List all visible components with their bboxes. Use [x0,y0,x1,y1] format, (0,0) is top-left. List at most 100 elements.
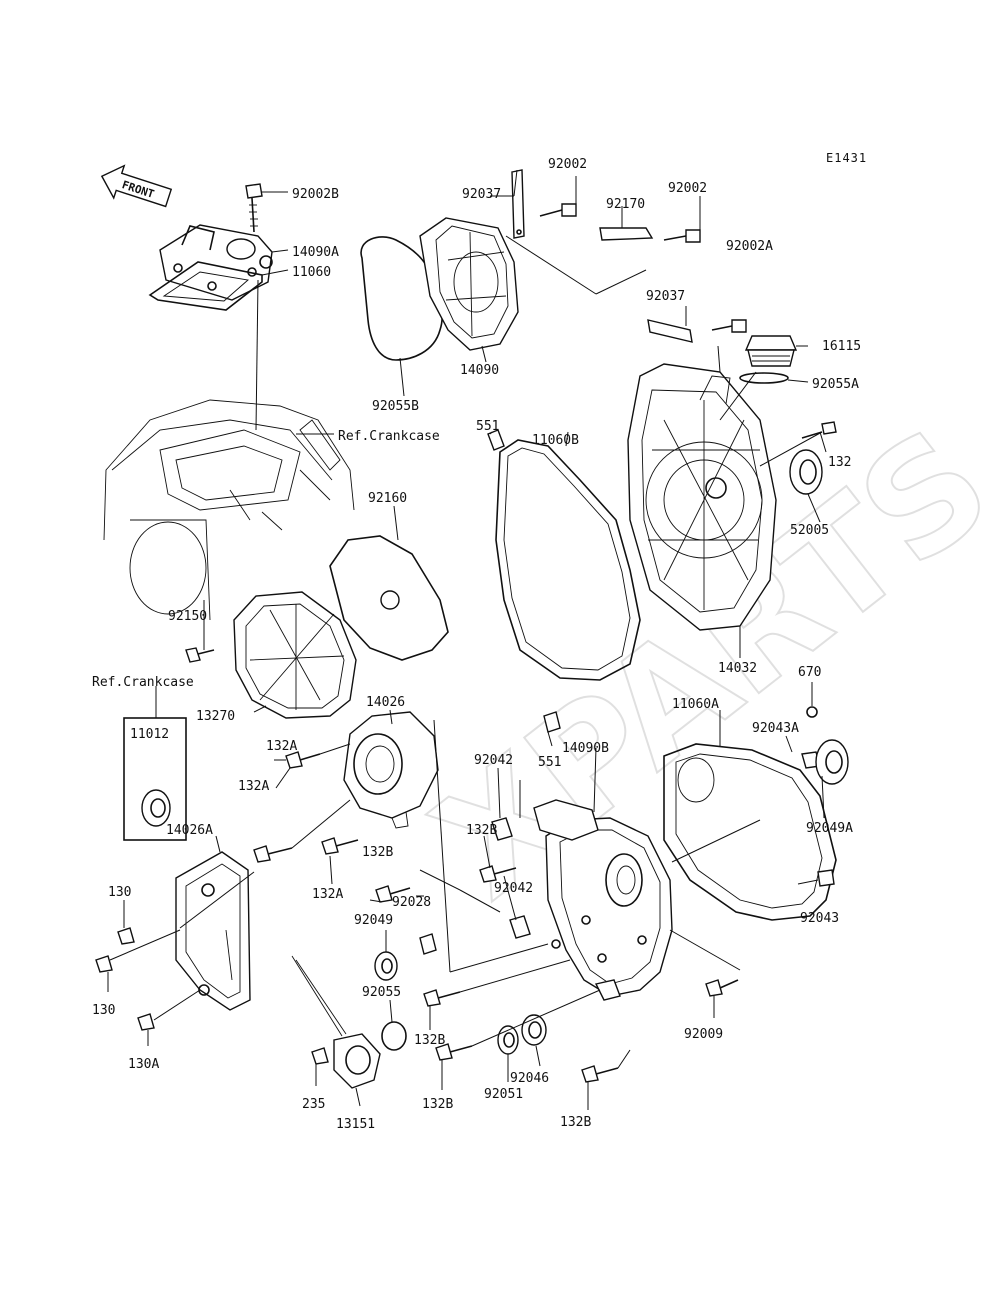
bolt-92002A-icon [711,319,747,333]
breather-cover-14090A-icon [159,224,273,301]
label-92037-lower: 92037 [646,289,685,304]
oil-seal-52005-icon [789,449,823,495]
crankcase-outline-icon [103,399,355,621]
label-132A-a: 132A [266,739,297,754]
label-11060B: 11060B [532,433,579,448]
ref-crankcase-left: Ref.Crankcase [92,675,194,690]
part-labels: 92002B 14090A 11060 92037 92002 92170 92… [92,157,861,1132]
bolt-132-icon [801,421,837,439]
label-14026A: 14026A [166,823,213,838]
ref-box-11012 [123,717,187,841]
o-ring-92055-icon [381,1021,407,1051]
label-92160: 92160 [368,491,407,506]
label-132B-a: 132B [466,823,497,838]
label-92051: 92051 [484,1087,523,1102]
clutch-cover-14032-icon [627,363,777,631]
bracket-92170-icon [599,227,654,241]
gasket-11060-icon [148,261,263,311]
bolt-132B-c-icon [423,989,461,1007]
label-130-a: 130 [108,885,131,900]
gasket-92160-icon [329,535,449,661]
label-92037-upper: 92037 [462,187,501,202]
dowel-92042-a-icon [491,817,513,841]
label-92042-a: 92042 [474,753,513,768]
cover-14026A-icon [175,851,251,1011]
label-52005: 52005 [790,523,829,538]
label-130A: 130A [128,1057,159,1072]
label-92028: 92028 [392,895,431,910]
label-551-upper: 551 [476,419,499,434]
bolt-92150-icon [185,647,215,663]
label-132: 132 [828,455,851,470]
label-92055A: 92055A [812,377,859,392]
label-92042-b: 92042 [494,881,533,896]
bolt-132B-b-icon [479,865,517,883]
ref-crankcase-upper: Ref.Crankcase [338,429,440,444]
label-132A-b: 132A [238,779,269,794]
label-132B-d: 132B [422,1097,453,1112]
label-92049: 92049 [354,913,393,928]
label-13151: 13151 [336,1117,375,1132]
washer-92049-icon [374,951,398,981]
label-92043A: 92043A [752,721,799,736]
bracket-92037-lower-icon [647,319,693,343]
pin-92028-icon [419,933,437,955]
bolt-92009-icon [705,979,739,997]
label-551-lower: 551 [538,755,561,770]
label-92002A: 92002A [726,239,773,254]
cap-16115-icon [744,335,798,367]
bolt-132B-d-icon [435,1043,473,1061]
label-235: 235 [302,1097,325,1112]
label-92055: 92055 [362,985,401,1000]
label-92055B: 92055B [372,399,419,414]
label-14032: 14032 [718,661,757,676]
bracket-92037-upper-icon [511,169,525,239]
o-ring-670-icon [806,706,818,718]
seal-92049A-icon [815,739,849,785]
bolt-92002-upper-b-icon [663,229,701,243]
housing-13151-icon [333,1033,381,1089]
label-670: 670 [798,665,821,680]
label-132A-c: 132A [312,887,343,902]
gasket-11060A-icon [663,743,837,921]
bolt-92002B-icon [245,183,263,233]
label-132B-e: 132B [560,1115,591,1130]
diagram-code: E1431 [826,151,867,165]
label-13270: 13270 [196,709,235,724]
label-11060A: 11060A [672,697,719,712]
o-ring-92055A-icon [739,372,789,384]
label-14090: 14090 [460,363,499,378]
bolt-235-icon [311,1047,329,1065]
bolt-130-a-icon [117,927,135,945]
label-132B-c: 132B [414,1033,445,1048]
label-92049A: 92049A [806,821,853,836]
label-14026: 14026 [366,695,405,710]
label-92150: 92150 [168,609,207,624]
leader-lines [107,169,827,1110]
plug-92043-icon [817,869,835,887]
bolt-132B-a-icon [375,885,411,903]
bolt-130-b-icon [95,955,113,973]
label-92170: 92170 [606,197,645,212]
gasket-11060B-icon [495,439,641,681]
bolt-130A-icon [137,1013,155,1031]
label-132B-b: 132B [362,845,393,860]
dipstick-icon [291,955,347,1037]
water-pump-14026-icon [343,711,439,829]
bolt-132A-a-icon [285,751,321,769]
label-92002-upper-a: 92002 [548,157,587,172]
pump-body-14090B-icon [533,799,673,1001]
label-92002B: 92002B [292,187,339,202]
label-130-b: 130 [92,1003,115,1018]
label-92046: 92046 [510,1071,549,1086]
cover-14090-icon [419,217,519,351]
label-16115: 16115 [822,339,861,354]
bolt-132A-b-icon [253,845,293,863]
gasket-92055B-icon [360,236,443,361]
cover-13270-icon [233,591,357,719]
front-arrow-icon: FRONT [100,164,173,208]
bearing-92046-icon [521,1014,547,1046]
label-11060: 11060 [292,265,331,280]
label-92002-upper-b: 92002 [668,181,707,196]
